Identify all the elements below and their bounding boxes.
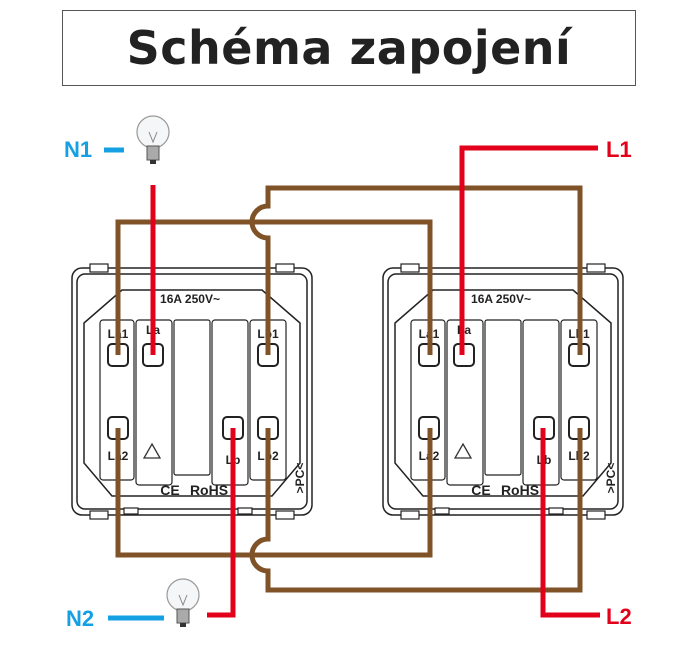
traveler-wire-bottom-inner <box>115 428 433 558</box>
page-title: Schéma zapojení <box>126 21 572 75</box>
light-bulb-icon <box>166 578 200 627</box>
light-bulb-icon <box>136 115 170 164</box>
rohs-mark: RoHS <box>501 482 539 498</box>
traveler-wire-top-outer <box>249 185 583 355</box>
switch-right: 16A 250V~ La1 La Lb1 La2 Lb Lb2 CE RoHS … <box>382 263 624 520</box>
l1-label: L1 <box>606 137 632 162</box>
traveler-wire-bottom-outer <box>249 428 583 593</box>
n1-label: N1 <box>64 137 92 162</box>
switch-left: 16A 250V~ La1 La Lb1 La2 Lb Lb2 CE RoHS … <box>71 263 313 520</box>
ce-mark: CE <box>160 482 179 498</box>
l2-wire <box>540 428 600 618</box>
lamp2-wire <box>207 428 236 618</box>
rohs-mark: RoHS <box>190 482 228 498</box>
title-box: Schéma zapojení <box>62 10 636 86</box>
rating-label: 16A 250V~ <box>160 292 220 306</box>
ce-mark: CE <box>471 482 490 498</box>
n2-label: N2 <box>66 606 94 631</box>
traveler-wire-top-inner <box>115 219 433 355</box>
l1-wire <box>459 145 598 355</box>
l2-label: L2 <box>606 604 632 629</box>
material-mark: >PC< <box>293 463 307 494</box>
rating-label: 16A 250V~ <box>471 292 531 306</box>
material-mark: >PC< <box>604 463 618 494</box>
